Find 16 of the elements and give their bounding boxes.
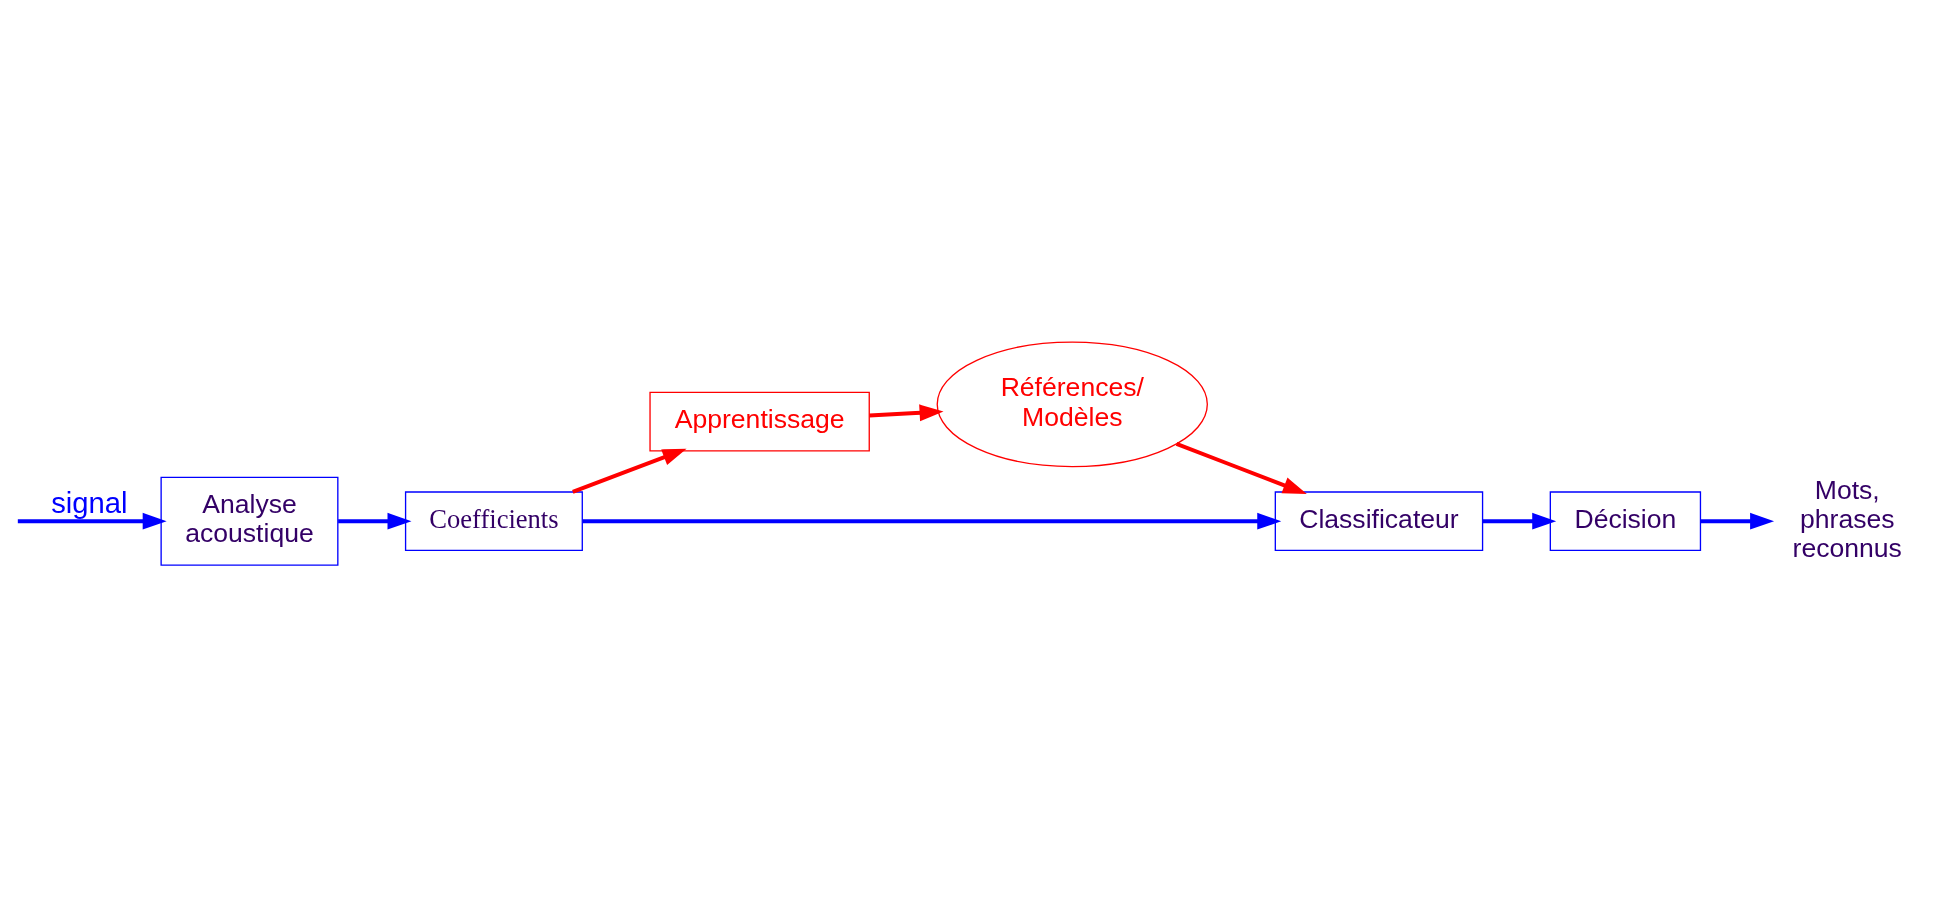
arrow	[1482, 512, 1557, 530]
arrow	[1175, 441, 1307, 494]
arrow	[582, 512, 1282, 530]
node-text: Mots, phrases reconnus	[1792, 474, 1902, 563]
node-box: Apprentissage	[649, 391, 870, 451]
node-box: Décision	[1549, 490, 1702, 551]
arrow	[1700, 512, 1775, 530]
node-box: Analyse acoustique	[160, 476, 339, 566]
node-ellipse: Références/ Modèles	[936, 340, 1208, 467]
arrow	[338, 512, 412, 530]
arrow	[572, 448, 687, 494]
node-box: Coefficients	[404, 490, 583, 551]
arrow	[17, 512, 167, 530]
arrow	[869, 403, 944, 421]
node-box: Classificateur	[1274, 490, 1484, 551]
edge-label: signal	[51, 486, 128, 519]
